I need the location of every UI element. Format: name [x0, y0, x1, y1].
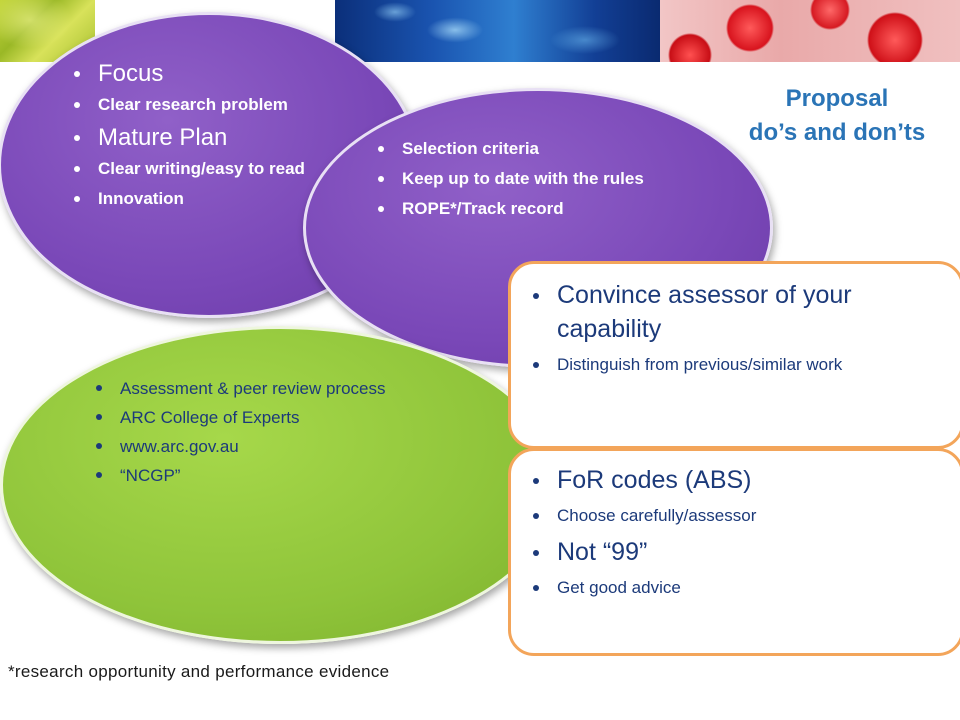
- list-item: Focus: [64, 58, 354, 90]
- banner-cells-image: [660, 0, 960, 62]
- list-item: Innovation: [64, 186, 354, 212]
- for-codes-box: FoR codes (ABS) Choose carefully/assesso…: [508, 448, 960, 656]
- footnote: *research opportunity and performance ev…: [8, 662, 390, 681]
- title-line-2: do’s and don’ts: [748, 119, 926, 146]
- selection-criteria-list: Selection criteria Keep up to date with …: [368, 136, 698, 226]
- list-item: Convince assessor of your capability: [523, 278, 951, 346]
- list-item: Get good advice: [523, 575, 951, 601]
- focus-list: Focus Clear research problem Mature Plan…: [64, 58, 354, 216]
- assessment-list: Assessment & peer review process ARC Col…: [86, 374, 506, 490]
- list-item: Clear research problem: [64, 92, 354, 118]
- capability-box: Convince assessor of your capability Dis…: [508, 261, 960, 449]
- list-item: Mature Plan: [64, 122, 354, 154]
- list-item: Choose carefully/assessor: [523, 503, 951, 529]
- list-item: Distinguish from previous/similar work: [523, 352, 951, 378]
- list-item: www.arc.gov.au: [86, 432, 506, 461]
- ellipse-assessment: [0, 326, 560, 644]
- list-item: “NCGP”: [86, 461, 506, 490]
- list-item: Keep up to date with the rules: [368, 166, 698, 192]
- list-item: Selection criteria: [368, 136, 698, 162]
- list-item: FoR codes (ABS): [523, 463, 951, 497]
- list-item: Assessment & peer review process: [86, 374, 506, 403]
- list-item: ROPE*/Track record: [368, 196, 698, 222]
- for-codes-list: FoR codes (ABS) Choose carefully/assesso…: [523, 463, 951, 601]
- list-item: Clear writing/easy to read: [64, 156, 354, 182]
- list-item: Not “99”: [523, 535, 951, 569]
- list-item: ARC College of Experts: [86, 403, 506, 432]
- banner-water-image: [335, 0, 660, 62]
- slide-title: Proposal do’s and don’ts: [722, 82, 952, 150]
- capability-list: Convince assessor of your capability Dis…: [523, 278, 951, 378]
- title-line-1: Proposal: [785, 85, 889, 112]
